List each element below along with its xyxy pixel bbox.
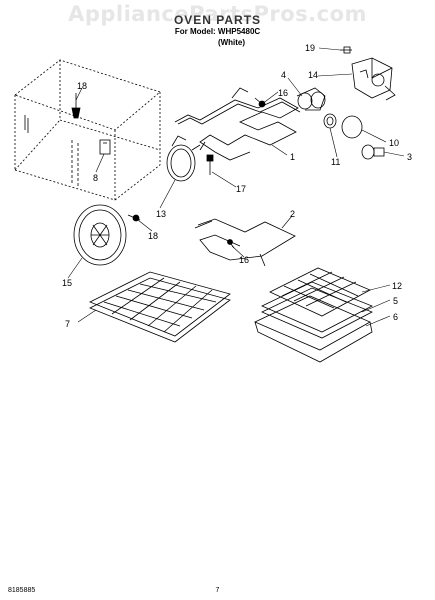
broiler-grid-12 (269, 267, 371, 317)
callout-4: 4 (281, 70, 286, 80)
callout-15: 15 (62, 278, 72, 288)
broiler-pan-6 (254, 295, 373, 363)
screw-18-upper (71, 93, 81, 119)
lamp-gasket-11 (323, 113, 337, 129)
broil-element-1 (174, 87, 301, 161)
callout-16-upper: 16 (278, 88, 288, 98)
document-number: 8185885 (8, 587, 36, 594)
callout-1: 1 (290, 152, 295, 162)
callout-2: 2 (290, 209, 295, 219)
color-line: (White) (217, 38, 246, 47)
fan-motor-14 (351, 57, 396, 101)
callout-12: 12 (392, 281, 402, 291)
broiler-pan-insert-5 (261, 281, 373, 339)
page-number: 7 (215, 587, 220, 594)
lamp-socket-4 (296, 87, 326, 111)
cavity-side-vents (24, 115, 79, 188)
callout-13: 13 (156, 209, 166, 219)
oven-rack-7 (89, 271, 231, 343)
callout-18-upper: 18 (77, 81, 87, 91)
screw-17 (206, 154, 214, 175)
leader-lines (67, 47, 405, 327)
oven-cavity-outline (14, 59, 161, 201)
screw-16-lower (227, 239, 235, 249)
callout-5: 5 (393, 296, 398, 306)
screw-18-lower (127, 214, 141, 222)
callout-18-lower: 18 (148, 231, 158, 241)
model-line: For Model: WHP5480C (174, 27, 261, 36)
bracket-8 (99, 139, 111, 155)
fan-shroud-13 (166, 135, 201, 182)
callout-19: 19 (305, 43, 315, 53)
page-title: OVEN PARTS (173, 13, 262, 27)
callout-16-lower: 16 (239, 255, 249, 265)
callout-6: 6 (393, 312, 398, 322)
screw-16-upper (254, 97, 266, 108)
lamp-bulb-3 (361, 144, 385, 160)
callout-10: 10 (389, 138, 399, 148)
callout-14: 14 (308, 70, 318, 80)
callout-numbers: 18 8 13 17 1 16 4 14 19 11 10 3 18 15 2 … (62, 43, 412, 329)
callout-3: 3 (407, 152, 412, 162)
bake-element-2 (194, 218, 296, 267)
screw-19 (340, 46, 352, 54)
callout-11: 11 (331, 157, 340, 167)
fan-cover-15 (73, 204, 127, 266)
callout-7: 7 (65, 319, 70, 329)
lamp-lens-10 (341, 115, 363, 139)
callout-8: 8 (93, 173, 98, 183)
callout-17: 17 (236, 184, 246, 194)
